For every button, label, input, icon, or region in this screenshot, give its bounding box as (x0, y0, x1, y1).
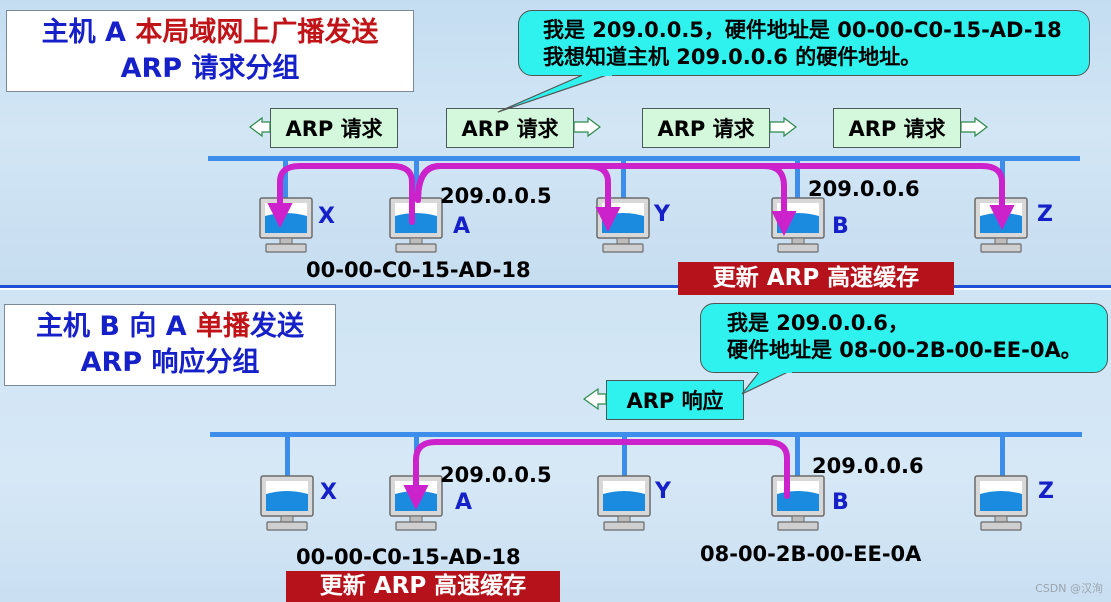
computer-x-icon (259, 474, 315, 534)
lan-bus-bottom (210, 432, 1082, 437)
ip-label-a: 209.0.0.5 (440, 184, 552, 208)
response-speech-bubble: 我是 209.0.0.6， 硬件地址是 08-00-2B-00-EE-0A。 (700, 303, 1108, 373)
drop-x-top (283, 156, 288, 198)
computer-y-icon (596, 474, 652, 534)
lan-bus-top (208, 156, 1080, 161)
packet-arrow-left-icon (582, 387, 607, 411)
node-label-x: X (320, 480, 337, 505)
mac-label-b: 08-00-2B-00-EE-0A (700, 542, 922, 566)
request-speech-bubble: 我是 209.0.0.5，硬件地址是 00-00-C0-15-AD-18 我想知… (518, 10, 1090, 76)
drop-y-top (621, 156, 626, 198)
node-label-a: A (455, 490, 473, 515)
broadcast-arrow-to-x (267, 163, 415, 229)
response-bubble-tail (741, 370, 791, 395)
drop-a-top (414, 156, 419, 198)
mac-label-a: 00-00-C0-15-AD-18 (296, 545, 521, 569)
arp-request-packet-2: ARP 请求 (446, 108, 574, 148)
arp-request-packet-1: ARP 请求 (270, 108, 398, 148)
update-cache-banner-a: 更新 ARP 高速缓存 (286, 571, 560, 602)
node-label-b: B (832, 214, 849, 239)
ip-label-b: 209.0.0.6 (812, 454, 924, 478)
node-label-b: B (832, 490, 849, 515)
node-label-y: Y (655, 479, 671, 504)
panel-divider (0, 285, 1111, 288)
drop-x-bottom (285, 432, 290, 476)
computer-a-icon (388, 196, 444, 256)
broadcast-title: 主机 A 本局域网上广播发送 ARP 请求分组 (6, 10, 414, 92)
node-label-y: Y (654, 202, 670, 227)
computer-z-icon (973, 474, 1029, 534)
arp-request-packet-4: ARP 请求 (833, 108, 961, 148)
unicast-title: 主机 B 向 A 单播发送 ARP 响应分组 (4, 304, 336, 386)
arp-request-packet-3: ARP 请求 (642, 108, 770, 148)
watermark: CSDN @汉洵 (1035, 582, 1103, 595)
ip-label-b: 209.0.0.6 (808, 177, 920, 201)
node-label-z: Z (1037, 202, 1053, 227)
request-bubble-tail (497, 73, 611, 113)
node-label-a: A (453, 214, 471, 239)
broadcast-arrow-to-z (415, 163, 1015, 231)
drop-b-top (795, 156, 800, 198)
drop-y-bottom (622, 432, 627, 476)
packet-arrow-right-icon (573, 116, 601, 138)
arp-response-packet: ARP 响应 (606, 380, 744, 420)
packet-arrow-right-icon (960, 116, 988, 138)
node-label-x: X (318, 204, 335, 229)
mac-label-a: 00-00-C0-15-AD-18 (306, 258, 531, 282)
packet-arrow-right-icon (769, 116, 797, 138)
packet-arrow-left-icon (249, 116, 271, 138)
broadcast-arrow-to-b (415, 163, 797, 237)
drop-b-bottom (795, 432, 800, 476)
drop-z-bottom (1000, 432, 1005, 476)
update-cache-banner-b: 更新 ARP 高速缓存 (678, 262, 954, 295)
node-label-z: Z (1038, 479, 1054, 504)
ip-label-a: 209.0.0.5 (440, 463, 552, 487)
unicast-arrow-b-to-a (403, 439, 790, 511)
broadcast-arrow-to-y (415, 163, 621, 233)
